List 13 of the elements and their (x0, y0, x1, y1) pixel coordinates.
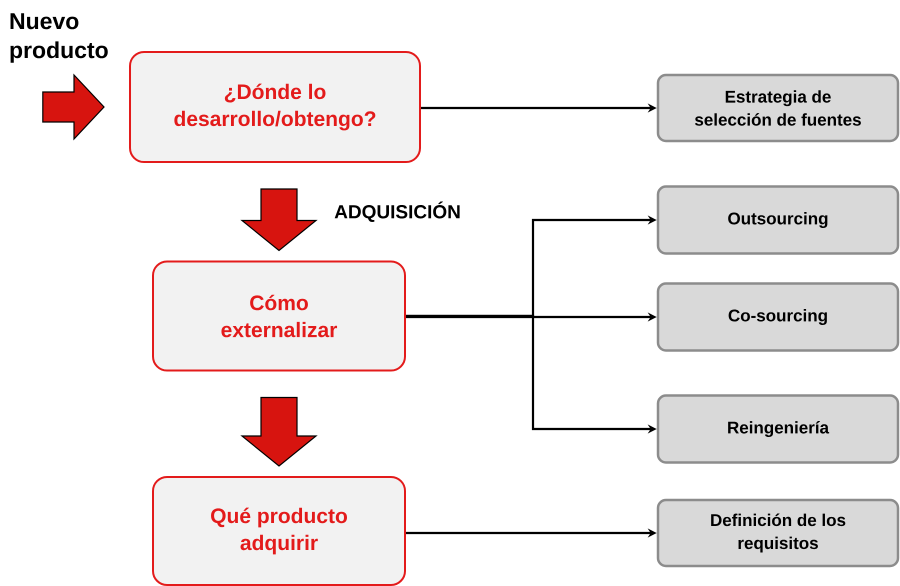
outcome-box: Definición de los requisitos (656, 498, 900, 568)
process-box: Cómo externalizar (152, 260, 406, 372)
start-label: Nuevo producto (10, 13, 108, 63)
block-arrow (240, 188, 318, 252)
process-box: Qué producto adquirir (152, 476, 406, 586)
block-arrow (42, 73, 105, 141)
outcome-box: Reingeniería (656, 394, 900, 464)
block-arrow (240, 396, 318, 467)
edge-label: ADQUISICIÓN (333, 200, 462, 224)
outcome-box: Estrategia de selección de fuentes (656, 74, 900, 142)
outcome-box: Outsourcing (656, 185, 900, 255)
process-box: ¿Dónde lo desarrollo/obtengo? (129, 51, 421, 163)
outcome-box: Co-sourcing (656, 282, 900, 352)
